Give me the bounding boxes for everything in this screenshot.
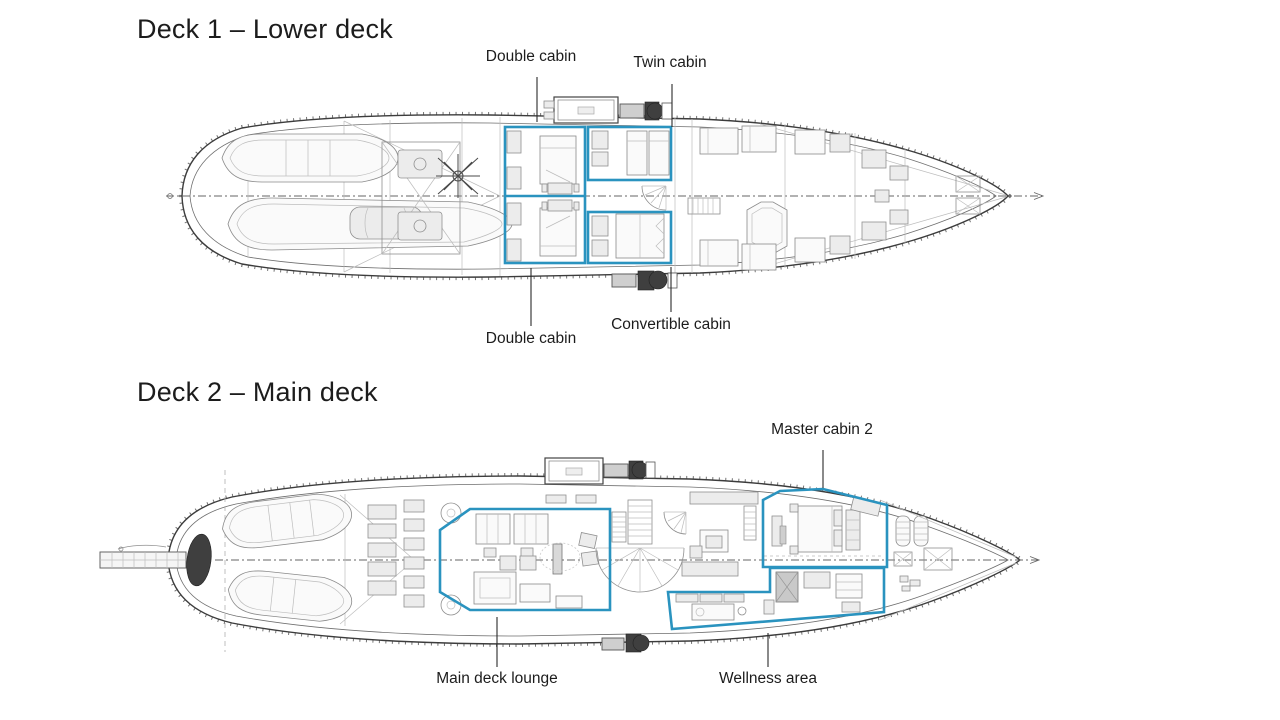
deck2-title: Deck 2 – Main deck	[137, 377, 378, 407]
deck2-tender-boat-lower	[227, 570, 353, 622]
deck2-lounge-furniture	[473, 494, 600, 609]
label-wellness-area: Wellness area	[719, 670, 817, 687]
deck2-centerline	[215, 470, 1041, 652]
deck2-bulwark-inner-line	[175, 483, 1009, 637]
deck1-tender-boat-lower	[227, 197, 513, 251]
deck2-skylight-box	[544, 457, 604, 485]
deck1-centerline	[166, 192, 1045, 200]
deck1-skylight-box	[543, 96, 619, 124]
bed-twin-1	[626, 130, 648, 176]
deck2-stern-platform	[186, 533, 212, 587]
deck1-title: Deck 1 – Lower deck	[137, 14, 393, 44]
deck2-plan	[99, 457, 1041, 653]
bed-double-lower	[539, 207, 577, 257]
deck1-machinery-starburst	[436, 154, 480, 198]
deck2-galley	[681, 491, 759, 577]
label-leader-lines	[496, 77, 824, 667]
deck2-davit-top	[603, 460, 656, 480]
label-main-deck-lounge: Main deck lounge	[436, 670, 558, 687]
wellness-area-highlight	[666, 566, 886, 631]
label-double-cabin-top: Double cabin	[485, 48, 577, 65]
deck1-bulwark-inner-line	[189, 122, 997, 270]
deck2-gangway	[99, 544, 187, 569]
deck2-wellness-furniture	[675, 571, 863, 621]
deck1-davit-bottom	[611, 270, 678, 291]
bed-double-upper	[539, 135, 577, 185]
label-convertible-cabin: Convertible cabin	[611, 316, 731, 333]
label-double-cabin-bottom: Double cabin	[485, 330, 577, 347]
main-deck-lounge-highlight	[438, 507, 612, 612]
deck1-crew-area	[687, 125, 909, 271]
master-cabin-2-highlight	[761, 487, 889, 569]
massage-table	[691, 603, 735, 621]
deck1-bow-hatches	[955, 175, 981, 215]
deck1-highlighted-rooms	[503, 125, 673, 265]
label-master-cabin-2: Master cabin 2	[771, 421, 873, 438]
deck2-davit-bottom	[601, 633, 650, 653]
lounge-console	[552, 543, 563, 575]
deck1-staircase	[641, 185, 667, 211]
deck1-davit-top	[619, 101, 673, 121]
deck1-plan	[166, 96, 1045, 291]
deck1-engine-room	[381, 141, 461, 255]
deck2-staircases	[595, 499, 687, 593]
deck2-tender-boat-upper	[222, 493, 352, 549]
deck1-cabin-furniture	[506, 130, 670, 262]
deck2-highlighted-rooms	[438, 487, 889, 631]
twin-cabin-highlight	[586, 125, 673, 182]
label-twin-cabin: Twin cabin	[633, 54, 707, 71]
deck2-bow-deck	[879, 499, 1017, 621]
bed-twin-2	[648, 130, 670, 176]
deck1-tender-boat-upper	[221, 133, 399, 183]
deck2-master-cabin-furniture	[764, 496, 884, 557]
convertible-cabin-highlight	[586, 210, 673, 265]
